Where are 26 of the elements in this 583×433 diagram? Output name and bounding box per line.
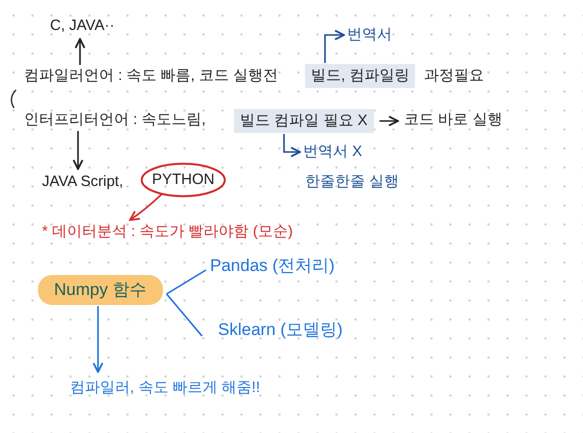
note-text: 컴파일러, 속도 빠르게 해줌!! (70, 378, 260, 398)
note-text: 한줄한줄 실행 (305, 172, 400, 192)
arrow (283, 134, 301, 158)
note-text: Pandas (전처리) (210, 256, 335, 276)
arrow (380, 116, 399, 126)
highlighted-text: Numpy 함수 (38, 275, 163, 305)
branch-line (166, 293, 203, 337)
circled-text: PYTHON (140, 162, 227, 198)
highlighted-text: 빌드, 컴파일링 (305, 64, 416, 88)
note-text: 번역서 X (303, 142, 362, 162)
highlighted-text: 빌드 컴파일 필요 X (234, 109, 374, 133)
note-text: 인터프리터언어 : 속도느림, (24, 110, 206, 130)
arrow (74, 38, 86, 65)
arrow (92, 306, 104, 373)
arrow (72, 131, 84, 170)
arrow (324, 30, 345, 63)
note-text: Sklearn (모델링) (218, 320, 343, 340)
note-text: 번역서 (347, 25, 392, 45)
note-text: 과정필요 (424, 66, 484, 86)
note-text: C, JAVA·· (50, 16, 114, 36)
note-text: * 데이터분석 : 속도가 빨라야함 (모순) (42, 222, 293, 242)
note-text: JAVA Script, (42, 172, 124, 192)
note-text: 컴파일러언어 : 속도 빠름, 코드 실행전 (24, 66, 278, 86)
branch-line (166, 269, 206, 295)
arrow (129, 193, 163, 221)
note-text: 코드 바로 실행 (404, 110, 502, 130)
